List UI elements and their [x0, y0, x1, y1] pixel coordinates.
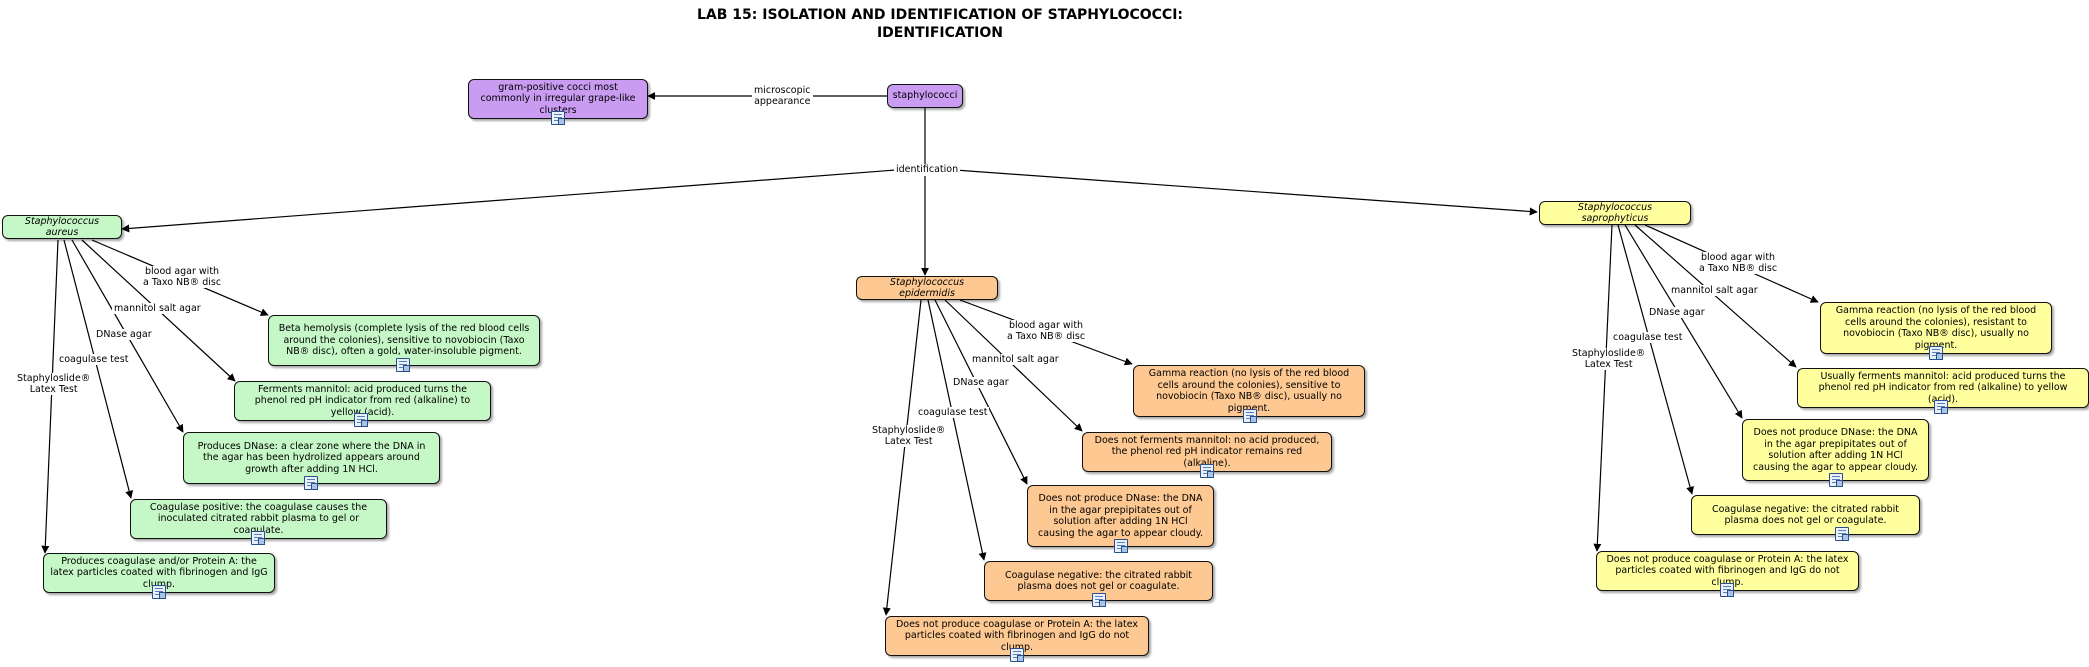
edge-label-aureus-dnase: DNase agar: [94, 329, 154, 340]
resource-document-icon[interactable]: [1829, 473, 1843, 487]
edge-label-line: Latex Test: [29, 384, 78, 395]
resource-document-icon[interactable]: [1092, 593, 1106, 607]
edge-label-line: microscopic: [754, 85, 811, 96]
edge-id-saprophyticus: [954, 169, 1538, 216]
resource-document-icon[interactable]: [354, 413, 368, 427]
resource-document-icon[interactable]: [251, 531, 265, 545]
resource-document-icon[interactable]: [1243, 409, 1257, 423]
node-epi-blood-agar[interactable]: Gamma reaction (no lysis of the red bloo…: [1133, 365, 1365, 417]
edge-label-epi-mannitol: mannitol salt agar: [970, 354, 1061, 365]
resource-document-icon[interactable]: [1720, 583, 1734, 597]
edge-label-line: Latex Test: [1584, 359, 1633, 370]
edge-epi-mannitol: [944, 299, 1083, 432]
edge-label-line: blood agar with: [144, 266, 220, 277]
resource-document-icon[interactable]: [304, 476, 318, 490]
edge-sap-dnase: [1624, 224, 1743, 419]
resource-document-icon[interactable]: [1010, 648, 1024, 662]
node-sap-blood-agar[interactable]: Gamma reaction (no lysis of the red bloo…: [1820, 302, 2052, 354]
node-staphylococcus-aureus[interactable]: Staphylococcus aureus: [2, 215, 122, 239]
edge-label-line: Staphyloslide®: [872, 425, 946, 436]
edge-label-epi-coagulase: coagulase test: [916, 407, 990, 418]
edge-label-sap-coagulase: coagulase test: [1611, 332, 1685, 343]
edge-label-aureus-mannitol: mannitol salt agar: [112, 303, 203, 314]
edge-sap-coag: [1617, 224, 1694, 495]
edge-sap-mannitol: [1634, 224, 1797, 368]
edge-label-line: Latex Test: [884, 436, 933, 447]
node-staphylococci[interactable]: staphylococci: [887, 84, 963, 108]
edge-epi-coag: [927, 299, 987, 561]
node-epi-dnase[interactable]: Does not produce DNase: the DNA in the a…: [1027, 485, 1214, 547]
edge-aureus-slide: [41, 239, 59, 554]
edge-label-line: blood agar with: [1700, 252, 1776, 263]
edge-label-sap-mannitol: mannitol salt agar: [1669, 285, 1760, 296]
edge-label-aureus-staphyloslide: Staphyloslide® Latex Test: [15, 373, 93, 395]
node-aureus-blood-agar[interactable]: Beta hemolysis (complete lysis of the re…: [268, 315, 540, 366]
edge-label-microscopic-appearance: microscopic appearance: [752, 85, 813, 107]
resource-document-icon[interactable]: [1835, 527, 1849, 541]
edge-epi-slide: [882, 299, 922, 616]
edge-label-aureus-blood: blood agar with a Taxo NB® disc: [141, 266, 224, 288]
edge-label-line: a Taxo NB® disc: [1699, 263, 1778, 274]
node-staphylococcus-epidermidis[interactable]: Staphylococcus epidermidis: [856, 276, 998, 300]
edge-label-line: appearance: [754, 96, 811, 107]
resource-document-icon[interactable]: [1934, 400, 1948, 414]
edge-label-line: a Taxo NB® disc: [1007, 331, 1086, 342]
resource-document-icon[interactable]: [1114, 539, 1128, 553]
edge-epi-dnase: [934, 299, 1028, 485]
edge-label-epi-staphyloslide: Staphyloslide® Latex Test: [870, 425, 948, 447]
page-title-line2: IDENTIFICATION: [876, 25, 1004, 41]
edge-label-sap-staphyloslide: Staphyloslide® Latex Test: [1570, 348, 1648, 370]
resource-document-icon[interactable]: [152, 585, 166, 599]
edge-label-epi-dnase: DNase agar: [951, 377, 1011, 388]
page-title-line1: LAB 15: ISOLATION AND IDENTIFICATION OF …: [696, 7, 1184, 23]
node-sap-coagulase[interactable]: Coagulase negative: the citrated rabbit …: [1691, 495, 1920, 535]
resource-document-icon[interactable]: [1929, 346, 1943, 360]
edge-label-line: Staphyloslide®: [17, 373, 91, 384]
node-sap-dnase[interactable]: Does not produce DNase: the DNA in the a…: [1742, 419, 1929, 481]
edge-id-aureus: [121, 169, 897, 233]
edge-label-line: a Taxo NB® disc: [143, 277, 222, 288]
resource-document-icon[interactable]: [396, 358, 410, 372]
edge-sap-slide: [1593, 224, 1613, 552]
edge-label-epi-blood: blood agar with a Taxo NB® disc: [1005, 320, 1088, 342]
node-aureus-dnase[interactable]: Produces DNase: a clear zone where the D…: [183, 432, 440, 484]
page-title: LAB 15: ISOLATION AND IDENTIFICATION OF …: [640, 6, 1240, 42]
edge-label-sap-blood: blood agar with a Taxo NB® disc: [1697, 252, 1780, 274]
resource-document-icon[interactable]: [1200, 464, 1214, 478]
edge-label-sap-dnase: DNase agar: [1647, 307, 1707, 318]
edge-label-line: Staphyloslide®: [1572, 348, 1646, 359]
resource-document-icon[interactable]: [551, 111, 565, 125]
edge-label-aureus-coagulase: coagulase test: [57, 354, 131, 365]
edge-label-identification: identification: [894, 164, 961, 175]
edge-aureus-coag: [63, 239, 134, 499]
edge-label-line: blood agar with: [1008, 320, 1084, 331]
node-staphylococcus-saprophyticus[interactable]: Staphylococcus saprophyticus: [1539, 201, 1691, 225]
